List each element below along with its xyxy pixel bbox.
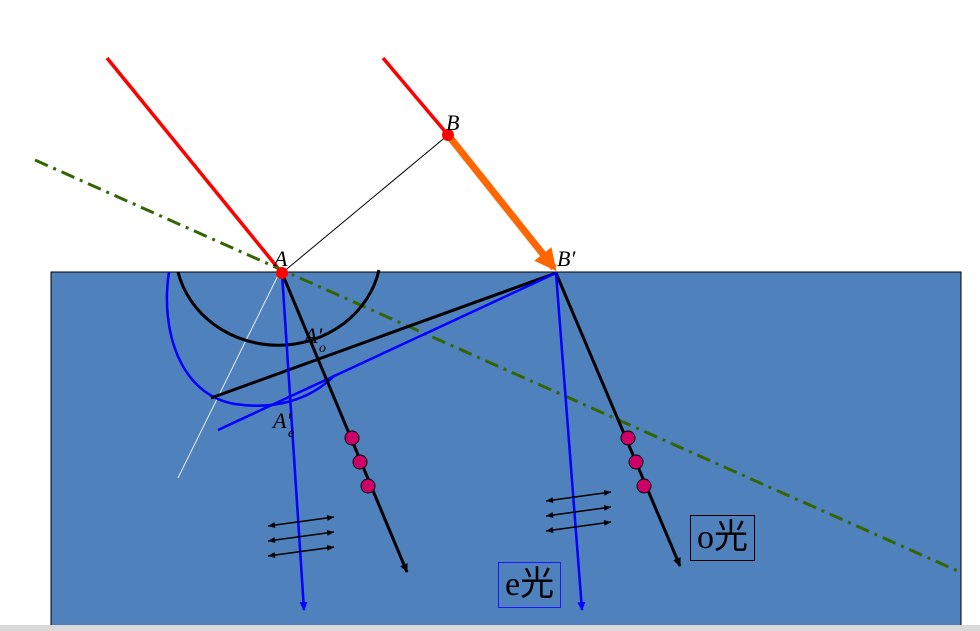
o-polarization-dots-A bbox=[344, 430, 376, 494]
o-ray-A bbox=[280, 272, 409, 573]
polarization-arrow bbox=[267, 529, 335, 544]
incident-ray-B bbox=[381, 56, 450, 137]
point-A bbox=[276, 267, 288, 279]
o-wavelet-arc bbox=[176, 269, 381, 347]
label-A-o-sub: o bbox=[319, 341, 326, 356]
incident-wavefront bbox=[281, 134, 449, 274]
e-polarization-arrows-B-prime bbox=[545, 489, 612, 534]
e-polarization-arrows-A bbox=[267, 514, 335, 559]
polarization-arrow bbox=[267, 514, 335, 529]
o-polarization-dots-B-prime bbox=[620, 430, 652, 494]
polarization-dot bbox=[352, 454, 368, 470]
label-A-o: A′ bbox=[302, 323, 323, 348]
e-light-label: e光 bbox=[498, 562, 562, 608]
o-ray-B-prime bbox=[554, 272, 682, 567]
polarization-dot bbox=[636, 478, 652, 494]
e-wavefront-tangent bbox=[217, 271, 557, 432]
label-A-e-sub: e bbox=[288, 426, 294, 441]
polarization-arrow bbox=[545, 489, 612, 504]
wavefront-propagation-arrow bbox=[445, 132, 557, 272]
label-B-prime: B′ bbox=[557, 246, 576, 271]
o-wavefront-tangent bbox=[210, 271, 557, 400]
polarization-dot bbox=[628, 454, 644, 470]
polarization-dot bbox=[360, 478, 376, 494]
o-light-label: o光 bbox=[690, 515, 755, 561]
e-wavelet-arc bbox=[165, 271, 336, 407]
label-A: A bbox=[272, 246, 288, 271]
label-B: B bbox=[446, 110, 459, 135]
polarization-dot bbox=[620, 430, 636, 446]
point-B bbox=[442, 129, 454, 141]
label-A-e: A′ bbox=[271, 408, 292, 433]
polarization-arrow bbox=[545, 519, 612, 534]
footer-bar bbox=[0, 625, 980, 631]
polarization-arrow bbox=[267, 544, 335, 559]
incident-ray-A bbox=[105, 56, 284, 275]
polarization-arrow bbox=[545, 504, 612, 519]
e-ray-B-prime bbox=[554, 272, 586, 611]
optic-axis bbox=[34, 158, 961, 574]
polarization-dot bbox=[344, 430, 360, 446]
